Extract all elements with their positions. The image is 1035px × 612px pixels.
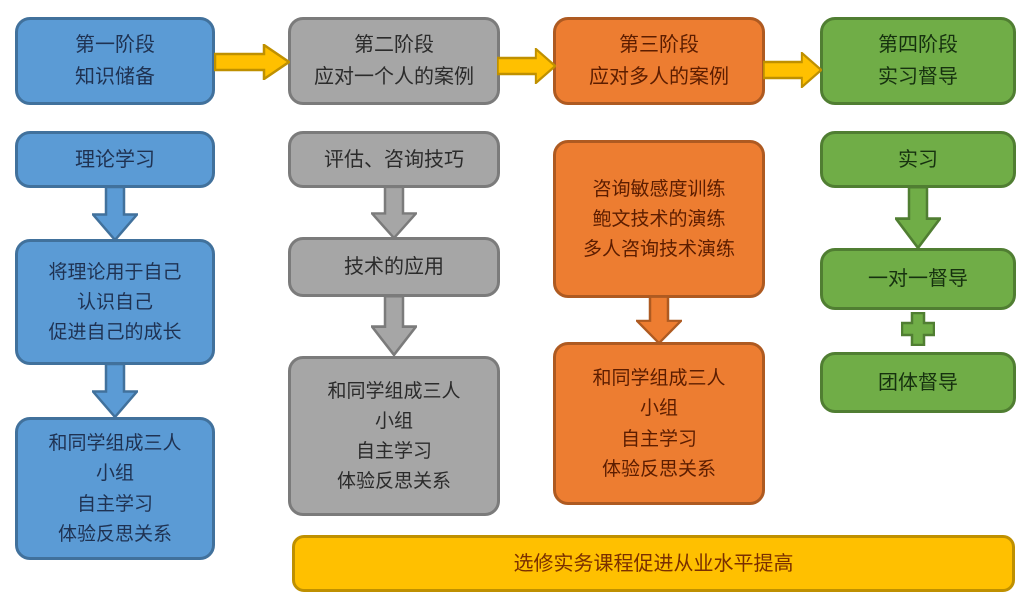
banner-text: 选修实务课程促进从业水平提高: [513, 550, 794, 575]
box-text-line: 小组: [639, 397, 678, 420]
box-text-line: 实习: [898, 146, 938, 171]
stage1-header-box: 第一阶段 知识储备: [15, 17, 215, 105]
stage1-box-trio-group: 和同学组成三人 小组 自主学习 体验反思关系: [15, 417, 215, 560]
box-text-line: 认识自己: [76, 290, 153, 313]
box-text-line: 促进自己的成长: [48, 321, 182, 343]
box-text-line: 评估、咨询技巧: [324, 146, 464, 171]
box-text-line: 自主学习: [76, 492, 153, 515]
block-arrow-right-icon: [214, 44, 290, 80]
box-text-line: 体验反思关系: [57, 522, 172, 545]
stage4-box-internship: 实习: [820, 131, 1016, 188]
stage4-box-group-supervision: 团体督导: [820, 352, 1016, 413]
stage3-header-line1: 第三阶段: [619, 32, 699, 57]
stage1-header-line1: 第一阶段: [75, 32, 155, 57]
box-text-line: 技术的应用: [344, 254, 444, 279]
block-arrow-down-icon: [92, 363, 138, 418]
box-text-line: 自主学习: [355, 440, 432, 462]
box-text-line: 将理论用于自己: [48, 260, 182, 283]
box-text-line: 鲍文技术的演练: [592, 207, 726, 230]
block-arrow-down-icon: [92, 186, 138, 241]
plus-icon: [901, 312, 935, 346]
stage2-header-line1: 第二阶段: [354, 32, 434, 57]
block-arrow-right-icon: [763, 52, 822, 88]
box-text-line: 和同学组成三人: [327, 379, 461, 402]
stage2-box-technique-application: 技术的应用: [288, 237, 500, 297]
block-arrow-down-icon: [636, 296, 682, 344]
elective-course-banner: 选修实务课程促进从业水平提高: [292, 535, 1015, 592]
stage1-header-line2: 知识储备: [75, 64, 155, 88]
stage1-box-theory-study: 理论学习: [15, 131, 215, 188]
stage2-box-trio-group: 和同学组成三人 小组 自主学习 体验反思关系: [288, 356, 500, 516]
stage1-box-apply-theory: 将理论用于自己 认识自己 促进自己的成长: [15, 239, 215, 365]
stage4-box-one-on-one-supervision: 一对一督导: [820, 248, 1016, 310]
stage2-box-assessment-skills: 评估、咨询技巧: [288, 131, 500, 188]
stage2-header-line2: 应对一个人的案例: [314, 64, 474, 88]
box-text-line: 团体督导: [878, 369, 958, 394]
stage3-box-trio-group: 和同学组成三人 小组 自主学习 体验反思关系: [553, 342, 765, 505]
box-text-line: 理论学习: [75, 146, 155, 171]
block-arrow-right-icon: [497, 48, 556, 84]
box-text-line: 和同学组成三人: [48, 432, 182, 455]
block-arrow-down-icon: [371, 295, 417, 356]
box-text-line: 小组: [95, 462, 134, 485]
block-arrow-down-icon: [371, 186, 417, 239]
box-text-line: 一对一督导: [868, 266, 968, 291]
box-text-line: 咨询敏感度训练: [592, 177, 726, 200]
block-arrow-down-icon: [895, 186, 941, 249]
box-text-line: 多人咨询技术演练: [582, 238, 735, 260]
stage3-header-box: 第三阶段 应对多人的案例: [553, 17, 765, 105]
box-text-line: 体验反思关系: [601, 457, 716, 480]
box-text-line: 小组: [374, 409, 413, 432]
box-text-line: 体验反思关系: [336, 470, 451, 493]
stage4-header-line1: 第四阶段: [878, 32, 958, 57]
box-text-line: 和同学组成三人: [592, 367, 726, 390]
stage2-header-box: 第二阶段 应对一个人的案例: [288, 17, 500, 105]
stage4-header-box: 第四阶段 实习督导: [820, 17, 1016, 105]
box-text-line: 自主学习: [620, 427, 697, 450]
stage3-box-sensitivity-training: 咨询敏感度训练 鲍文技术的演练 多人咨询技术演练: [553, 140, 765, 298]
stage3-header-line2: 应对多人的案例: [589, 64, 729, 88]
stage4-header-line2: 实习督导: [878, 64, 958, 88]
